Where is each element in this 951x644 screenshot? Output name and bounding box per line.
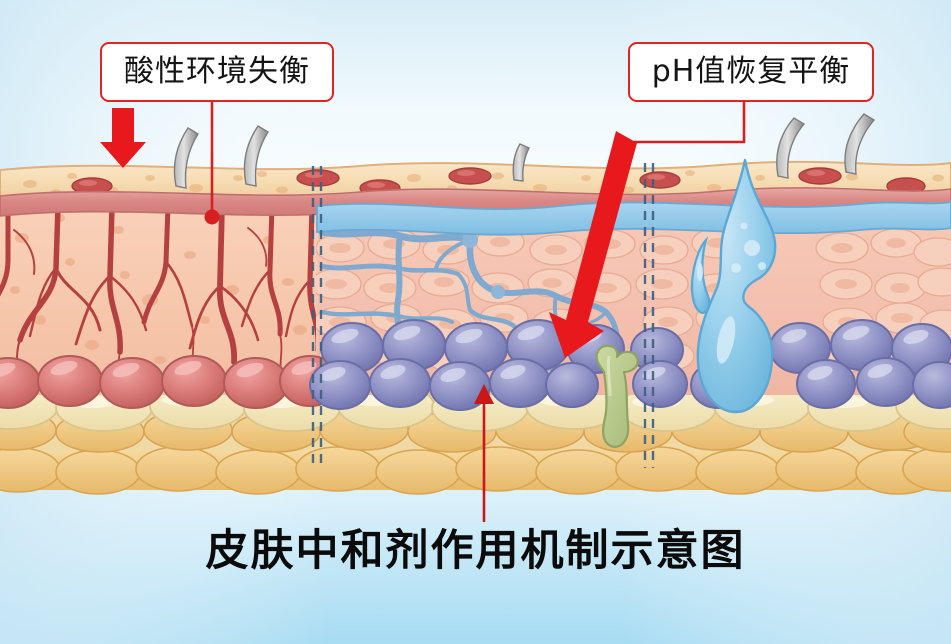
- figure-title: 皮肤中和剂作用机制示意图: [205, 526, 746, 576]
- down-arrow-epidermis-icon: [100, 108, 146, 168]
- basal-cells-red-highlights: [0, 360, 317, 378]
- up-arrow-title-icon: [474, 384, 494, 522]
- callout-ph-restored[interactable]: pH值恢复平衡: [628, 42, 874, 102]
- section-divider-left: [311, 166, 323, 468]
- basal-cells-purple-highlights: [320, 325, 929, 382]
- collagen-fiber-icon: [595, 344, 639, 448]
- water-droplet-icon: [690, 158, 777, 414]
- diagonal-arrow-basal-icon: [549, 131, 637, 358]
- leader-line-left: [204, 97, 220, 225]
- section-divider-right: [643, 163, 655, 468]
- callout-acidic-imbalance-label: 酸性环境失衡: [124, 54, 310, 89]
- inflamed-capillary-network: [0, 205, 316, 375]
- hydration-band: [316, 201, 951, 236]
- leader-line-right: [616, 98, 746, 144]
- fat-cells-golden-lower: [0, 446, 951, 495]
- callout-ph-restored-label: pH值恢复平衡: [651, 54, 851, 89]
- hair-shafts: [173, 113, 876, 189]
- callout-acidic-imbalance[interactable]: 酸性环境失衡: [100, 42, 334, 102]
